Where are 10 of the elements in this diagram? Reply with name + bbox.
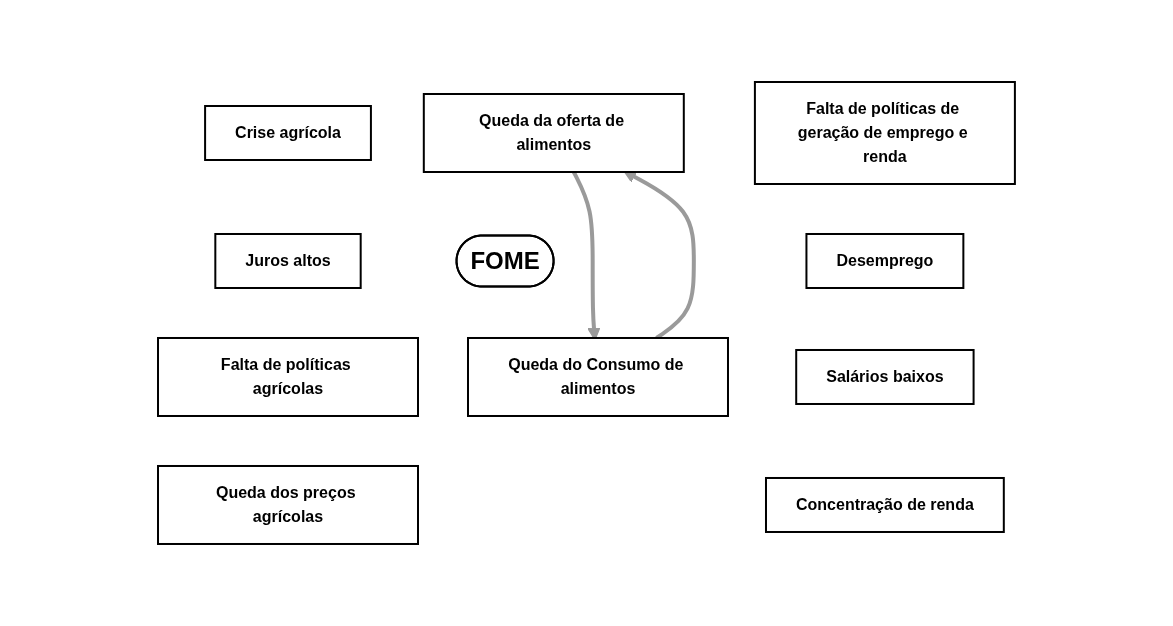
node-box: Falta de políticas de geração de emprego e renda [753,81,1016,185]
node-box: Crise agrícola [204,105,372,161]
node-box: Falta de políticas agrícolas [157,337,420,417]
node-box: Queda da oferta de alimentos [422,93,685,173]
node-box: Desemprego [805,233,965,289]
node-box: Queda dos preços agrícolas [157,465,420,545]
node-box: Salários baixos [795,349,975,405]
node-box: Juros altos [214,233,362,289]
node-box: Concentração de renda [765,477,1005,533]
node-box: Queda do Consumo de alimentos [467,337,730,417]
